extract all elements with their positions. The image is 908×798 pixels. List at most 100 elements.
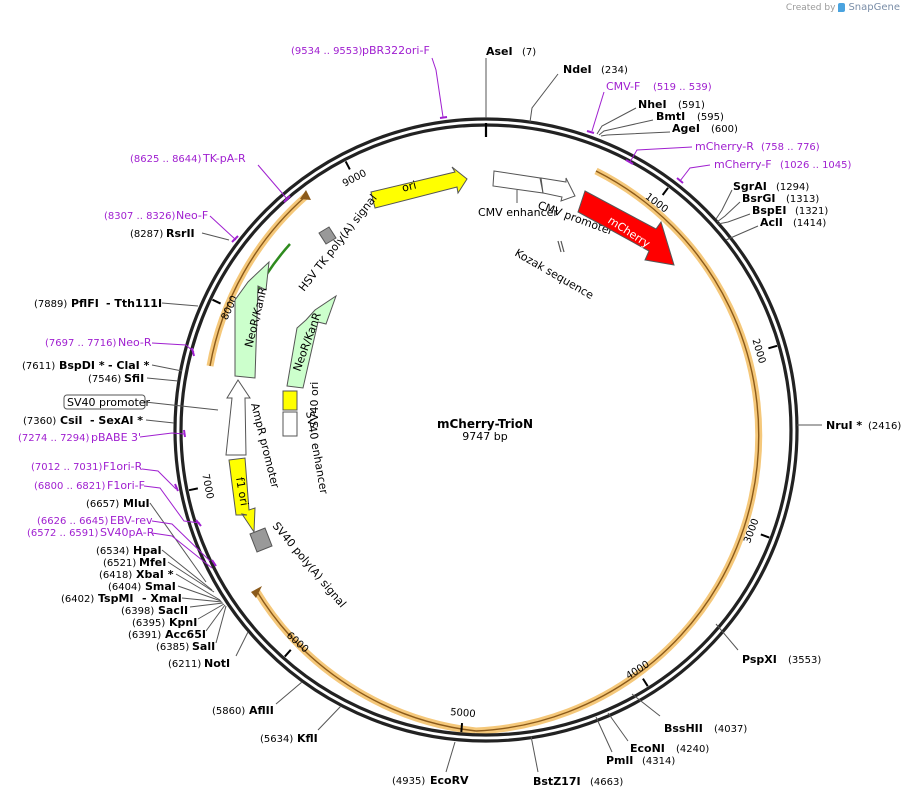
feature-hsv-tk-polya-box bbox=[318, 226, 337, 245]
primer-name-f1ori-r: F1ori-R bbox=[103, 460, 143, 473]
enzyme-name-hpai: HpaI bbox=[133, 544, 162, 557]
feature-sv40-ori-box bbox=[282, 390, 298, 411]
primer-name-mcherry-r: mCherry-R bbox=[695, 140, 754, 153]
primer-leader-cmv-f bbox=[591, 91, 605, 132]
primer-leader-f1ori-f bbox=[143, 485, 201, 524]
snapgene-logo-icon bbox=[838, 3, 846, 12]
enzyme-name-bstz17i: BstZ17I bbox=[533, 775, 581, 788]
enzyme-leader-kpni bbox=[197, 603, 225, 620]
enzyme-name-asei: AseI bbox=[486, 45, 513, 58]
enzyme-pos-kpni: (6395) bbox=[132, 618, 165, 629]
enzyme-leader-acc65i bbox=[205, 604, 226, 632]
enzyme-leader-acli bbox=[725, 225, 759, 241]
enzyme-pos-econi: (4240) bbox=[676, 744, 709, 755]
enzyme-leader-bspdi bbox=[151, 364, 183, 372]
enzyme-pos-smai: (6404) bbox=[108, 582, 141, 593]
feature-neor-kanr-arrow-1 bbox=[234, 260, 270, 379]
tick-mark bbox=[642, 678, 649, 687]
snapgene-credit: Created by SnapGene bbox=[786, 2, 900, 13]
enzyme-name-bspei: BspEI bbox=[752, 204, 786, 217]
enzyme-pos-bsrgi: (1313) bbox=[786, 194, 819, 205]
primer-leader-tk-pa-r bbox=[257, 164, 289, 201]
enzyme-leader-sali bbox=[215, 605, 227, 644]
enzyme-pos-agei: (600) bbox=[711, 124, 738, 135]
primer-range-tk-pa-r: (8625 .. 8644) bbox=[130, 154, 202, 165]
tick-mark bbox=[661, 187, 669, 196]
enzyme-leader-bsshii bbox=[631, 693, 661, 717]
enzyme-name-csii: CsiI bbox=[60, 414, 82, 427]
primer-mark-ebv-rev bbox=[211, 559, 217, 567]
enzyme-extra-csii: - SexAI * bbox=[90, 414, 143, 427]
enzyme-name-acc65i: Acc65I bbox=[165, 628, 206, 641]
enzyme-name-xbai: XbaI * bbox=[136, 568, 174, 581]
enzyme-name-bmti: BmtI bbox=[656, 110, 685, 123]
enzyme-pos-hpai: (6534) bbox=[96, 546, 129, 557]
primer-name-neo-f: Neo-F bbox=[176, 209, 208, 222]
orf-band-left-line bbox=[209, 195, 307, 367]
enzyme-leader-mlui bbox=[149, 502, 207, 583]
enzyme-name-sali: SalI bbox=[192, 640, 215, 653]
enzyme-pos-mlui: (6657) bbox=[86, 499, 119, 510]
enzyme-leader-csii bbox=[145, 419, 175, 424]
enzyme-pos-pflfi: (7889) bbox=[34, 299, 67, 310]
tick-mark bbox=[768, 344, 778, 350]
enzyme-pos-pspxi: (3553) bbox=[788, 655, 821, 666]
enzyme-pos-mfei: (6521) bbox=[103, 558, 136, 569]
feature-label-ori: ori bbox=[401, 179, 418, 195]
kozak-mark-a bbox=[557, 240, 562, 253]
plasmid-center-label: mCherry-TrioN 9747 bp bbox=[437, 417, 533, 443]
tick-mark bbox=[344, 160, 351, 170]
enzyme-name-acli: AclI bbox=[760, 216, 783, 229]
tick-mark bbox=[212, 298, 222, 305]
enzyme-extra-pflfi: - Tth111I bbox=[106, 297, 162, 310]
tick-label: 5000 bbox=[450, 707, 476, 720]
enzyme-leader-smai bbox=[177, 585, 222, 602]
primer-range-cmv-f: (519 .. 539) bbox=[653, 82, 712, 93]
enzyme-pos-csii: (7360) bbox=[23, 416, 56, 427]
enzyme-leader-ndei bbox=[529, 73, 559, 123]
enzyme-name-bsshii: BssHII bbox=[664, 722, 703, 735]
primer-mark-f1ori-r bbox=[174, 483, 179, 492]
enzyme-name-sgrai: SgrAI bbox=[733, 180, 767, 193]
kozak-mark-b bbox=[560, 240, 565, 253]
enzyme-pos-sfii: (7546) bbox=[88, 374, 121, 385]
enzyme-pos-ecorv: (4935) bbox=[392, 776, 425, 787]
tick-label: 7000 bbox=[199, 473, 215, 500]
feature-ampr-promoter-arrow bbox=[225, 379, 251, 456]
primer-leader-pbabe3 bbox=[139, 432, 185, 438]
enzyme-pos-asei: (7) bbox=[522, 47, 536, 58]
primer-name-ebv-rev: EBV-rev bbox=[110, 514, 153, 527]
enzyme-pos-sacii: (6398) bbox=[121, 606, 154, 617]
enzyme-pos-acli: (1414) bbox=[793, 218, 826, 229]
primer-name-f1ori-f: F1ori-F bbox=[107, 479, 145, 492]
enzyme-pos-bstz17i: (4663) bbox=[590, 777, 623, 788]
orf-bands bbox=[206, 167, 763, 735]
enzyme-pos-bspei: (1321) bbox=[795, 206, 828, 217]
primer-name-neo-r: Neo-R bbox=[118, 336, 152, 349]
enzyme-name-agei: AgeI bbox=[672, 122, 700, 135]
feature-label-sv40-polya: SV40 poly(A) signal bbox=[270, 520, 349, 611]
enzyme-name-kfli: KflI bbox=[297, 732, 318, 745]
primer-mark-cmv-f bbox=[586, 130, 595, 134]
enzyme-leader-nhei bbox=[596, 107, 637, 135]
orf-arrowhead-left bbox=[300, 190, 311, 200]
primer-leader-mcherry-f bbox=[679, 164, 711, 182]
feature-label-sv40-promoter: SV40 promoter bbox=[67, 396, 151, 409]
backbone-outer-ring bbox=[173, 117, 799, 743]
feature-cmv-promoter-arrow bbox=[540, 177, 576, 202]
primer-range-mcherry-f: (1026 .. 1045) bbox=[780, 160, 852, 171]
primer-range-neo-r: (7697 .. 7716) bbox=[45, 338, 117, 349]
enzyme-leader-tspmi bbox=[181, 597, 223, 603]
enzyme-leader-bspei bbox=[717, 213, 751, 225]
primer-leader-ebv-rev bbox=[151, 520, 211, 562]
enzyme-name-sfii: SfiI bbox=[124, 372, 144, 385]
primer-name-cmv-f: CMV-F bbox=[606, 80, 640, 93]
primer-range-mcherry-r: (758 .. 776) bbox=[761, 142, 820, 153]
primer-range-f1ori-f: (6800 .. 6821) bbox=[34, 481, 106, 492]
feature-sv40-enhancer-box bbox=[282, 411, 298, 437]
enzyme-sites: AseI (7) NdeI (234) NheI (591) BmtI (595… bbox=[22, 45, 901, 788]
primer-mark-f1ori-f bbox=[195, 519, 202, 527]
enzyme-pos-aflii: (5860) bbox=[212, 706, 245, 717]
enzyme-pos-acc65i: (6391) bbox=[128, 630, 161, 641]
tick-label: 6000 bbox=[284, 630, 310, 655]
